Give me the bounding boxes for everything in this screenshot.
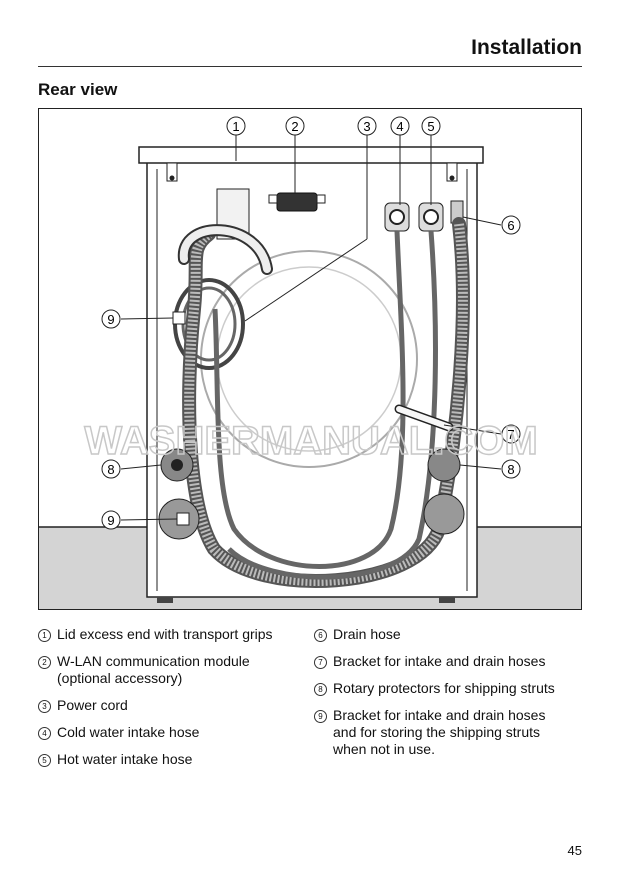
callout-3: 3 (363, 119, 370, 134)
legend-text: Bracket for intake and drain hoses (333, 653, 546, 669)
foot-left (157, 597, 173, 603)
callout-8-right: 8 (507, 462, 514, 477)
callout-8-left: 8 (107, 462, 114, 477)
callout-7: 7 (507, 427, 514, 442)
callout-9-upper: 9 (107, 312, 114, 327)
legend-text: Power cord (57, 697, 128, 713)
cold-water-hose (212, 230, 406, 569)
legend-text: Drain hose (333, 626, 401, 642)
callout-2: 2 (291, 119, 298, 134)
washer-rear-drawing: 1 2 3 4 5 6 7 9 8 8 9 WASHERMANUAL.COM (39, 116, 581, 609)
callout-6: 6 (507, 218, 514, 233)
header-divider (38, 66, 582, 67)
legend-item: 6 Drain hose (314, 626, 584, 643)
bracket-upper (172, 311, 186, 325)
callout-4: 4 (396, 119, 403, 134)
legend-item: 9 Bracket for intake and drain hoses and… (314, 707, 584, 758)
legend-number: 4 (38, 727, 51, 740)
legend-text: W-LAN communication module (optional acc… (57, 653, 250, 686)
legend-number: 8 (314, 683, 327, 696)
stored-shipping-strut-right (423, 493, 465, 535)
wlan-module-tab-left (268, 194, 278, 204)
callout-5: 5 (427, 119, 434, 134)
page-header-title: Installation (471, 36, 582, 59)
screw-right (449, 175, 455, 181)
legend-item: 1 Lid excess end with transport grips (38, 626, 308, 643)
callout-1: 1 (232, 119, 239, 134)
legend-item: 8 Rotary protectors for shipping struts (314, 680, 584, 697)
rear-view-illustration: 1 2 3 4 5 6 7 9 8 8 9 WASHERMANUAL.COM (38, 108, 582, 610)
watermark: WASHERMANUAL.COM (84, 419, 537, 463)
legend-item: 4 Cold water intake hose (38, 724, 308, 741)
hot-water-hose (227, 230, 438, 580)
page-number: 45 (567, 843, 582, 858)
callouts: 1 2 3 4 5 6 7 9 8 8 9 (101, 116, 521, 530)
legend-text: Hot water intake hose (57, 751, 193, 767)
bracket-lower (176, 512, 190, 526)
legend-text: Bracket for intake and drain hoses and f… (333, 707, 546, 757)
legend-item: 5 Hot water intake hose (38, 751, 308, 768)
legend-text: Cold water intake hose (57, 724, 200, 740)
legend-item: 7 Bracket for intake and drain hoses (314, 653, 584, 670)
foot-right (439, 597, 455, 603)
legend-item: 2 W-LAN communication module (optional a… (38, 653, 308, 687)
legend-item: 3 Power cord (38, 697, 308, 714)
leader-lines (120, 135, 502, 521)
legend-text: Rotary protectors for shipping struts (333, 680, 555, 696)
legend-number: 6 (314, 629, 327, 642)
legend-right-column: 6 Drain hose 7 Bracket for intake and dr… (314, 626, 584, 768)
callout-9-lower: 9 (107, 513, 114, 528)
legend-text: Lid excess end with transport grips (57, 626, 273, 642)
legend-number: 7 (314, 656, 327, 669)
section-title: Rear view (38, 80, 118, 99)
legend-left-column: 1 Lid excess end with transport grips 2 … (38, 626, 308, 778)
wlan-module (276, 192, 318, 212)
screw-left (169, 175, 175, 181)
legend-number: 1 (38, 629, 51, 642)
transport-grip-right (446, 162, 458, 182)
transport-grip-left (166, 162, 178, 182)
legend-number: 3 (38, 700, 51, 713)
lid (138, 146, 484, 164)
legend-number: 2 (38, 656, 51, 669)
callout-circle (226, 116, 246, 136)
legend-number: 9 (314, 710, 327, 723)
legend-number: 5 (38, 754, 51, 767)
wlan-module-tab-right (316, 194, 326, 204)
